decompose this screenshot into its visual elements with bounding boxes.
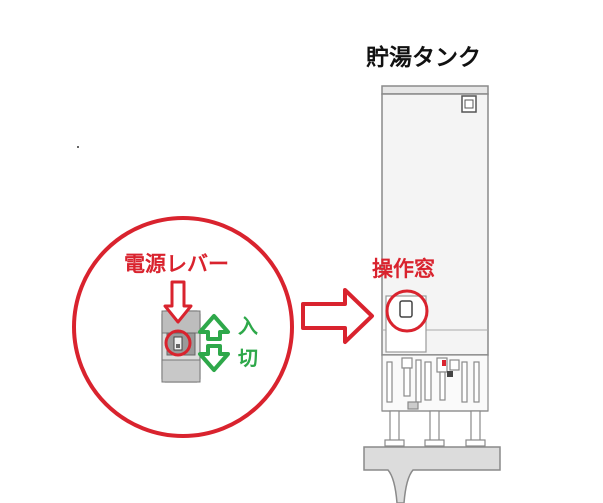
drain-valve-dark [447,371,453,377]
red-outline-arrow-icon [301,288,374,344]
water-heater-tank [381,85,489,356]
tank-piping [381,354,489,412]
tank-legs [384,410,486,447]
green-down-arrow-icon [198,344,230,372]
on-label: 入 [238,314,258,338]
stray-dot [77,146,79,148]
power-lever-label: 電源レバー [124,252,229,276]
power-lever-switch [161,310,201,383]
tank-title: 貯湯タンク [366,45,481,71]
off-label: 切 [238,346,258,370]
drain-valve-red [442,360,446,366]
concrete-base [363,446,501,503]
green-up-arrow-icon [198,314,230,341]
red-down-arrow-icon [163,280,193,324]
lever-highlight-ring [164,329,192,357]
operation-window-label: 操作窓 [372,257,435,281]
operation-window-highlight [385,289,429,333]
